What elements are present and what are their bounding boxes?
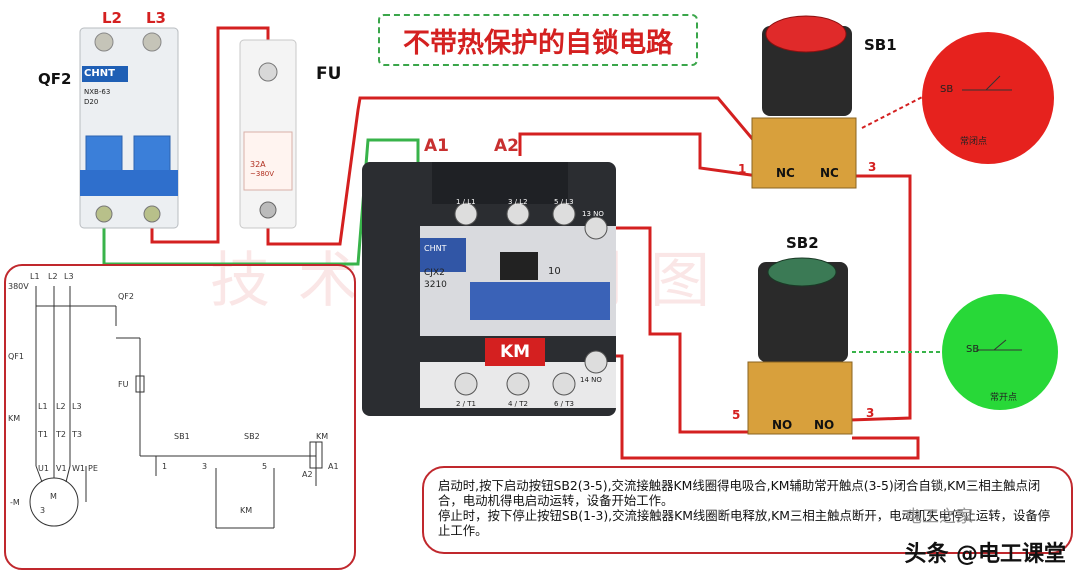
terminal-3b: 3	[866, 406, 875, 420]
schem-n1: 1	[162, 462, 168, 471]
label-a2: A2	[494, 136, 519, 156]
contactor-model-1: CJX2	[424, 268, 445, 278]
contactor-model-2: 3210	[424, 280, 447, 290]
contactor-bottom-terminal-4: 14 NO	[580, 376, 602, 384]
label-a1: A1	[424, 136, 449, 156]
schematic-box: 380V L1 L2 L3 QF2 QF1 FU KM L1 L2 L3 T1 …	[4, 264, 356, 570]
schematic-lines	[29, 286, 323, 529]
sb1-symbol-circle	[922, 32, 1054, 164]
schem-phase-1: L1	[30, 272, 40, 281]
schem-qf1: QF1	[8, 352, 24, 361]
label-sb2: SB2	[786, 234, 819, 252]
no-contact-2: NO	[814, 418, 835, 432]
contactor-number: 10	[548, 266, 561, 277]
schem-motor-phase: 3	[40, 506, 46, 515]
schem-km-coil: KM	[316, 432, 329, 441]
contactor-bottom-terminal-2: 4 / T2	[508, 400, 528, 408]
schem-motor: M	[50, 492, 57, 501]
label-sb1: SB1	[864, 36, 897, 54]
diagram-title: 不带热保护的自锁电路	[378, 14, 698, 66]
label-l3: L3	[146, 9, 166, 27]
schem-pe: PE	[88, 464, 98, 473]
sb1-dash	[861, 91, 933, 129]
schem-voltage: 380V	[8, 282, 29, 291]
schem-t3: T3	[72, 430, 82, 439]
description-box: 启动时,按下启动按钮SB2(3-5),交流接触器KM线圈得电吸合,KM辅助常开触…	[422, 466, 1073, 554]
schem-t2: T2	[56, 430, 66, 439]
sb1-symbol-caption: 常闭点	[960, 137, 988, 147]
schem-l2: L2	[56, 402, 66, 411]
terminal-1: 1	[738, 162, 747, 176]
red-wires	[150, 26, 920, 460]
source-brand: 头条 @电工课堂	[904, 542, 1066, 567]
terminal-5: 5	[732, 408, 741, 422]
terminal-3a: 3	[868, 160, 877, 174]
schem-a1: A1	[328, 462, 339, 471]
schem-sb1: SB1	[174, 432, 190, 441]
fuse-fu	[239, 39, 297, 229]
pushbutton-sb2	[747, 257, 853, 435]
schem-a2: A2	[302, 470, 313, 479]
schem-phase-2: L2	[48, 272, 58, 281]
schem-w1: W1	[72, 464, 85, 473]
pushbutton-sb1	[751, 15, 857, 189]
nc-contact-2: NC	[820, 166, 839, 180]
schem-km-aux: KM	[240, 506, 253, 515]
breaker-rating: D20	[84, 98, 99, 106]
label-qf2: QF2	[38, 70, 72, 88]
nc-contact-1: NC	[776, 166, 795, 180]
sb2-symbol-label: SB	[966, 344, 980, 355]
contactor-top-terminal-3: 5 / L3	[554, 198, 574, 206]
contactor-top-terminal-2: 3 / L2	[508, 198, 528, 206]
km-badge: KM	[485, 338, 545, 366]
contactor-brand: CHNT	[424, 244, 447, 253]
schem-l3: L3	[72, 402, 82, 411]
description-start: 启动时,按下启动按钮SB2(3-5),交流接触器KM线圈得电吸合,KM辅助常开触…	[438, 478, 1041, 508]
schem-fu: FU	[118, 380, 129, 389]
description-stop: 停止时，按下停止按钮SB(1-3),交流接触器KM线圈断电释放,KM三相主触点断…	[438, 508, 1051, 538]
sb1-symbol-label: SB	[940, 84, 954, 95]
breaker-brand: CHNT	[84, 68, 115, 79]
breaker-model: NXB-63	[84, 88, 111, 96]
sb2-symbol-circle	[942, 294, 1058, 410]
contactor-km	[362, 162, 616, 416]
label-fu: FU	[316, 64, 342, 84]
contactor-top-terminal-4: 13 NO	[582, 210, 604, 218]
schem-sb2: SB2	[244, 432, 260, 441]
schem-n3: 3	[202, 462, 208, 471]
contactor-top-terminal-1: 1 / L1	[456, 198, 476, 206]
no-contact-1: NO	[772, 418, 793, 432]
schem-phase-3: L3	[64, 272, 74, 281]
schem-v1: V1	[56, 464, 67, 473]
contactor-bottom-terminal-1: 2 / T1	[456, 400, 476, 408]
schem-n5: 5	[262, 462, 268, 471]
schem-l1: L1	[38, 402, 48, 411]
schem-km: KM	[8, 414, 21, 423]
fuse-rating: 32A	[250, 160, 266, 169]
schem-qf2: QF2	[118, 292, 134, 301]
sb2-symbol-caption: 常开点	[990, 393, 1018, 403]
source-small: 电工之家	[905, 507, 973, 527]
breaker-qf2	[79, 27, 179, 229]
schem-t1: T1	[38, 430, 48, 439]
schem-u1: U1	[38, 464, 49, 473]
schem-motor-prefix: -M	[10, 498, 20, 507]
contactor-bottom-terminal-3: 6 / T3	[554, 400, 574, 408]
fuse-voltage: ~380V	[250, 170, 275, 178]
label-l2: L2	[102, 9, 122, 27]
